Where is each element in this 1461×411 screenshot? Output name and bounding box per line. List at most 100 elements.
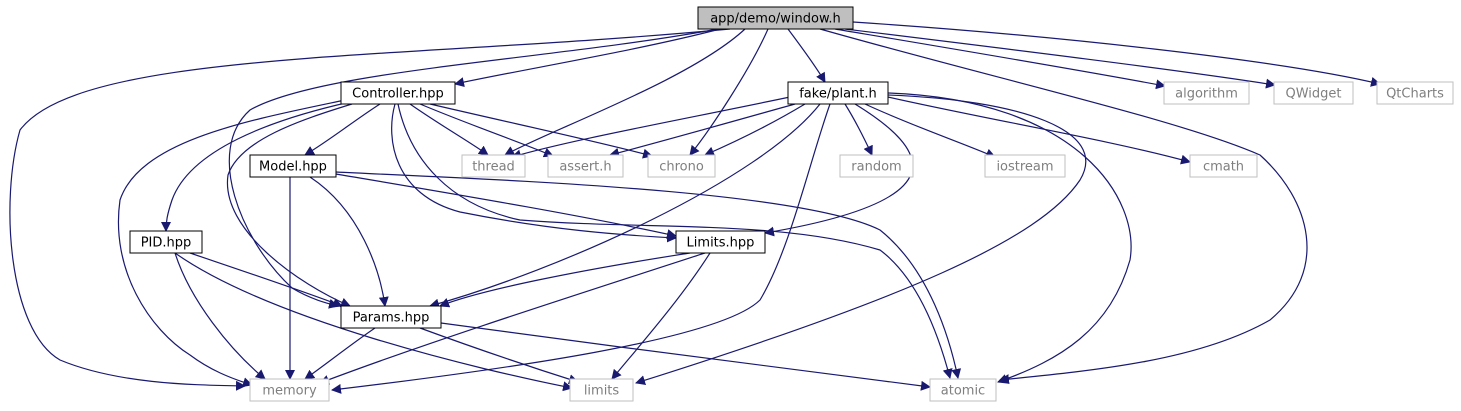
node-label: algorithm bbox=[1175, 87, 1238, 102]
dependency-edges bbox=[9, 21, 1381, 394]
node-box bbox=[340, 81, 456, 105]
node-qtcharts: QtCharts bbox=[1376, 81, 1454, 105]
edge-root-to-chrono bbox=[689, 28, 769, 156]
node-label: limits bbox=[584, 384, 620, 399]
node-box bbox=[929, 378, 997, 402]
node-assert: assert.h bbox=[547, 154, 624, 178]
node-box bbox=[787, 81, 889, 105]
node-box bbox=[1376, 81, 1454, 105]
node-thread: thread bbox=[461, 154, 526, 178]
node-label: PID.hpp bbox=[141, 236, 192, 251]
edge-fakeplant-to-iostream bbox=[864, 103, 996, 159]
node-label: QtCharts bbox=[1386, 87, 1444, 102]
node-label: QWidget bbox=[1285, 87, 1341, 102]
node-atomic: atomic bbox=[929, 378, 997, 402]
edge-root-to-controller bbox=[454, 28, 721, 87]
node-random: random bbox=[839, 154, 914, 178]
node-box bbox=[1163, 81, 1250, 105]
node-box bbox=[547, 154, 624, 178]
node-box bbox=[675, 230, 766, 254]
node-label: fake/plant.h bbox=[799, 87, 877, 102]
edge-root-to-memory bbox=[9, 28, 731, 391]
node-label: thread bbox=[472, 160, 515, 175]
node-label: random bbox=[851, 160, 901, 175]
edge-pid-to-params bbox=[189, 252, 343, 308]
edge-controller-to-memory bbox=[118, 99, 346, 388]
edge-controller-to-model bbox=[304, 103, 381, 156]
node-label: cmath bbox=[1203, 160, 1244, 175]
node-label: Model.hpp bbox=[259, 160, 327, 175]
node-params[interactable]: Params.hpp bbox=[340, 305, 442, 329]
edge-params-to-limits bbox=[419, 327, 579, 385]
node-label: chrono bbox=[659, 160, 704, 175]
edge-model-to-params bbox=[309, 176, 389, 307]
node-fakeplant[interactable]: fake/plant.h bbox=[787, 81, 889, 105]
node-limitshpp[interactable]: Limits.hpp bbox=[675, 230, 766, 254]
edge-fakeplant-to-cmath bbox=[887, 96, 1191, 165]
node-label: Limits.hpp bbox=[687, 236, 755, 251]
node-box bbox=[647, 154, 716, 178]
node-qwidget: QWidget bbox=[1273, 81, 1354, 105]
node-iostream: iostream bbox=[984, 154, 1066, 178]
node-box bbox=[569, 378, 634, 402]
edge-model-to-limitshpp bbox=[335, 173, 677, 239]
node-controller[interactable]: Controller.hpp bbox=[340, 81, 456, 105]
edge-controller-to-pid bbox=[161, 101, 351, 232]
edge-fakeplant-to-chrono bbox=[704, 103, 806, 157]
node-label: Controller.hpp bbox=[352, 87, 444, 102]
edge-params-to-memory bbox=[304, 327, 376, 380]
node-box bbox=[129, 230, 203, 254]
edge-fakeplant-to-assert bbox=[609, 103, 796, 158]
node-box bbox=[1273, 81, 1354, 105]
node-box bbox=[461, 154, 526, 178]
edge-params-to-atomic bbox=[440, 322, 931, 391]
edge-controller-to-assert bbox=[419, 103, 554, 158]
node-box bbox=[984, 154, 1066, 178]
edge-root-to-atomic bbox=[819, 28, 1308, 385]
edge-fakeplant-to-random bbox=[844, 103, 873, 156]
edge-controller-to-params bbox=[226, 103, 353, 308]
edge-fakeplant-to-limits bbox=[635, 94, 1087, 386]
edge-root-to-algorithm bbox=[834, 28, 1166, 90]
node-box bbox=[340, 305, 442, 329]
edge-fakeplant-to-params bbox=[429, 103, 821, 309]
edge-controller-to-limitshpp bbox=[391, 103, 677, 243]
edge-fakeplant-to-atomic bbox=[887, 92, 1132, 384]
node-label: app/demo/window.h bbox=[710, 12, 841, 27]
node-box bbox=[839, 154, 914, 178]
node-limits: limits bbox=[569, 378, 634, 402]
node-label: memory bbox=[262, 384, 317, 399]
edge-limitshpp-to-memory bbox=[319, 252, 706, 385]
node-box bbox=[249, 378, 330, 402]
node-cmath: cmath bbox=[1189, 154, 1258, 178]
edge-root-to-qwidget bbox=[844, 28, 1276, 89]
edge-limitshpp-to-limits bbox=[611, 252, 711, 380]
edge-fakeplant-to-thread bbox=[511, 96, 791, 160]
edge-pid-to-memory bbox=[174, 252, 266, 380]
node-chrono: chrono bbox=[647, 154, 716, 178]
node-model[interactable]: Model.hpp bbox=[249, 154, 337, 178]
node-pid[interactable]: PID.hpp bbox=[129, 230, 203, 254]
edge-root-to-thread bbox=[504, 28, 746, 156]
node-label: assert.h bbox=[559, 160, 611, 175]
node-label: Params.hpp bbox=[353, 311, 430, 326]
edge-controller-to-thread bbox=[409, 103, 489, 156]
node-box bbox=[1189, 154, 1258, 178]
node-box bbox=[697, 6, 854, 30]
node-box bbox=[249, 154, 337, 178]
node-root[interactable]: app/demo/window.h bbox=[697, 6, 854, 30]
edge-pid-to-limits bbox=[174, 252, 573, 392]
node-memory: memory bbox=[249, 378, 330, 402]
edge-root-to-fakeplant bbox=[787, 28, 826, 83]
node-label: atomic bbox=[941, 384, 985, 399]
edge-controller-to-atomic bbox=[397, 103, 953, 379]
node-label: iostream bbox=[996, 160, 1053, 175]
edge-limitshpp-to-params bbox=[439, 252, 691, 308]
edge-fakeplant-to-memory bbox=[331, 103, 831, 394]
edge-controller-to-chrono bbox=[429, 103, 653, 159]
node-algorithm: algorithm bbox=[1163, 81, 1250, 105]
edge-model-to-atomic bbox=[335, 171, 962, 379]
edge-root-to-qtcharts bbox=[852, 21, 1381, 87]
